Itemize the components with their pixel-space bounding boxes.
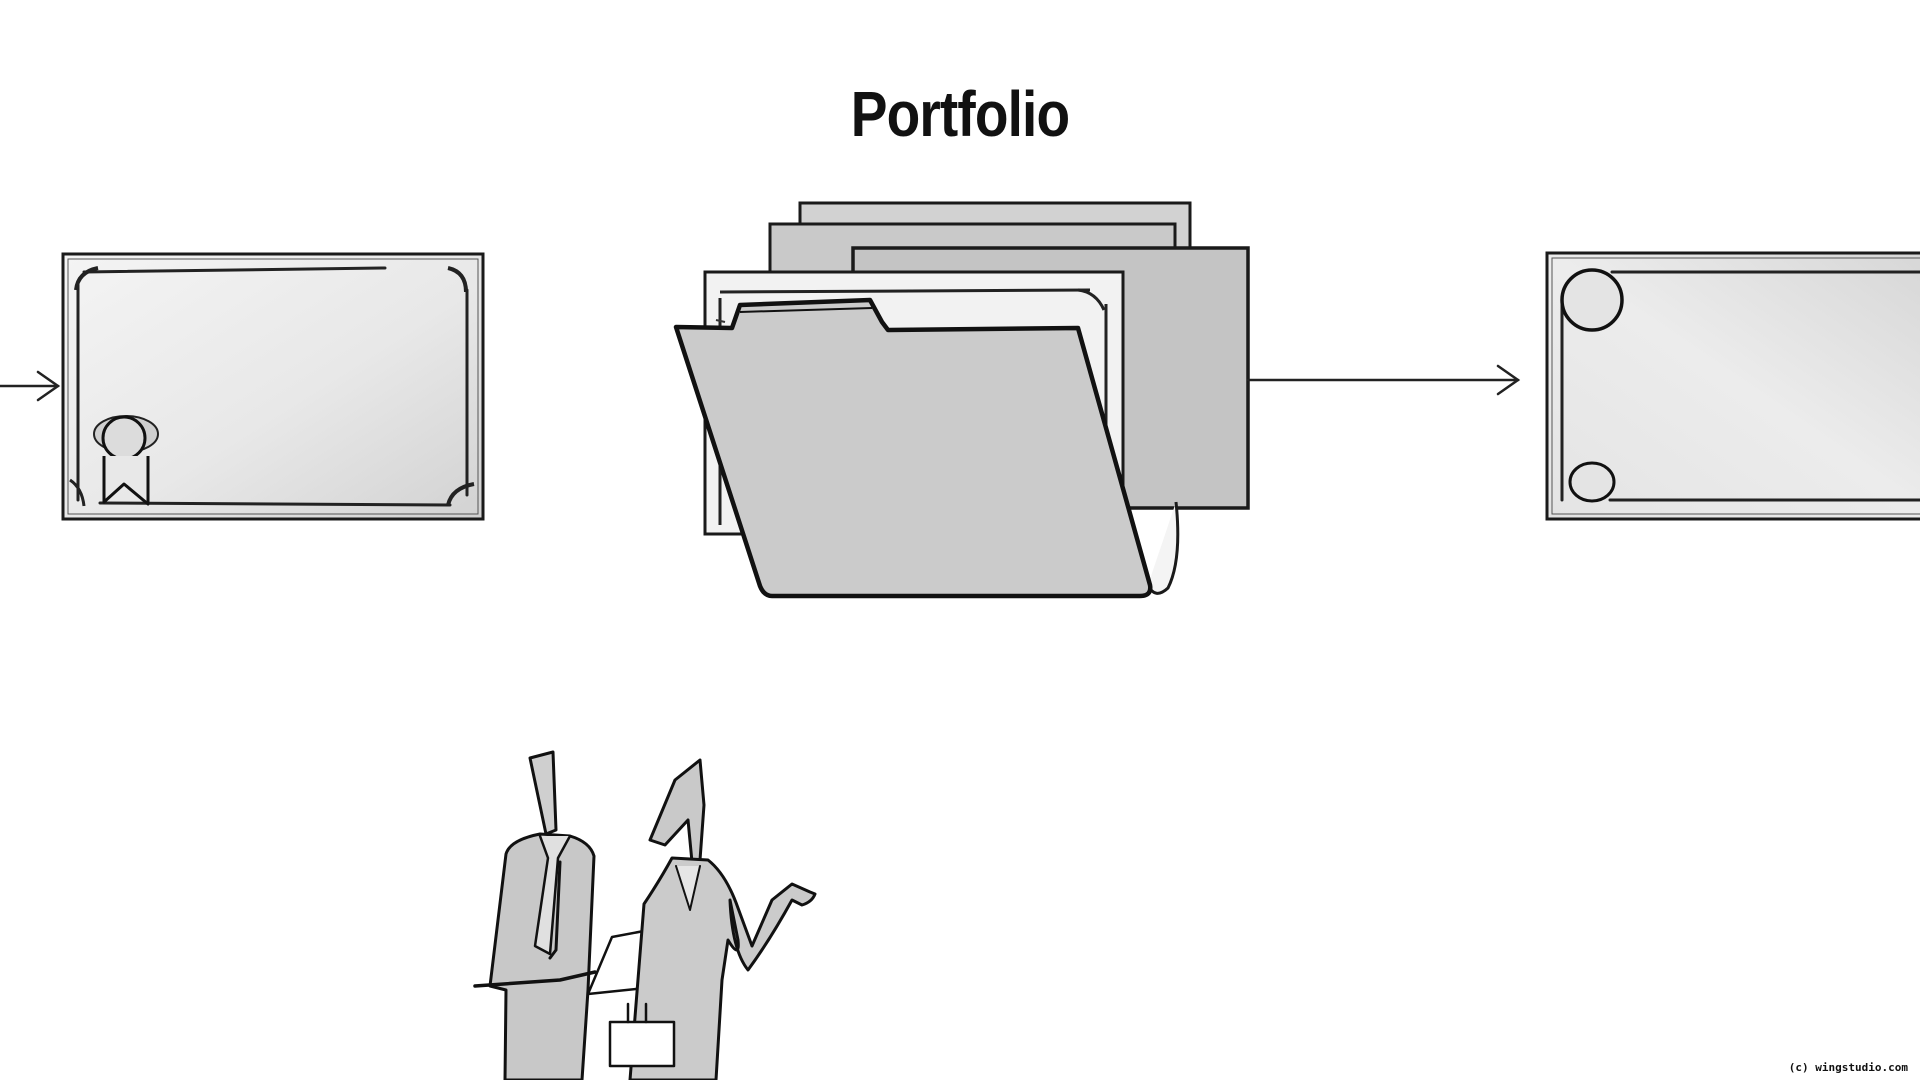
- two-people-discussing-icon: [473, 750, 817, 1080]
- page-title: Portfolio: [850, 78, 1070, 150]
- portfolio-folder-icon: [673, 201, 1250, 599]
- incoming-arrow: [0, 370, 61, 402]
- woman-figure-icon: [608, 758, 817, 1080]
- man-figure-icon: [473, 750, 597, 1080]
- certificate-icon-right: [1545, 251, 1920, 521]
- bag-icon: [608, 1020, 676, 1068]
- award-seal-icon: [93, 415, 159, 506]
- outgoing-arrow: [1246, 364, 1521, 396]
- copyright-credit: (c) wingstudio.com: [1788, 1061, 1908, 1074]
- certificate-icon: [61, 252, 485, 521]
